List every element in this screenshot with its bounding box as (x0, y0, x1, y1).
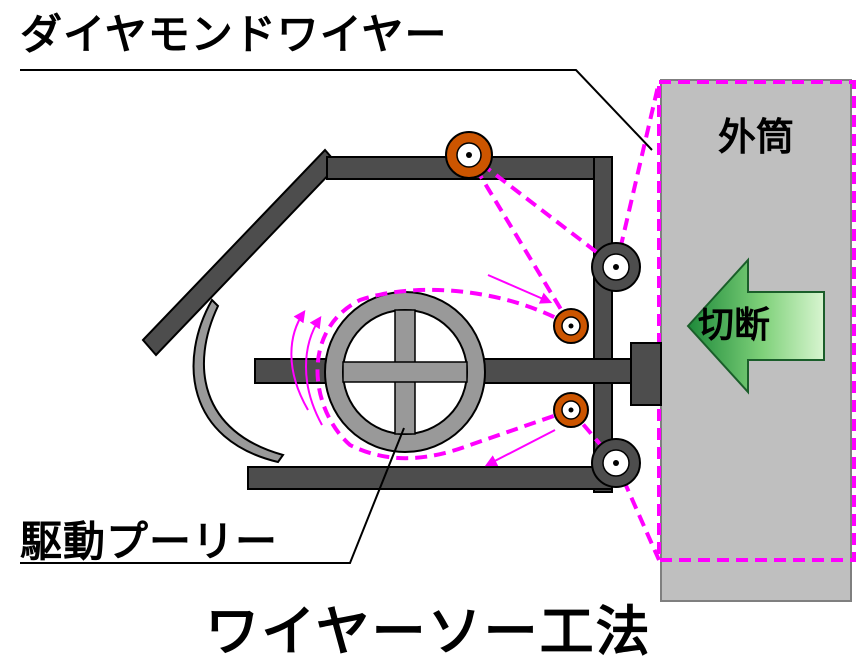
magenta-arrow-icon (290, 310, 309, 411)
casing-cut-outline (657, 80, 856, 562)
guide-roller-mid-lower (553, 392, 589, 428)
cutting-label: 切断 (698, 305, 771, 346)
curved-wire-guide (192, 298, 285, 464)
magenta-arrow-icon (484, 429, 556, 467)
frame-bottom-bar (247, 466, 613, 490)
frame-slant-arm (141, 148, 340, 357)
frame-right-post (593, 156, 613, 493)
drive-pulley-label: 駆動プーリー (20, 517, 279, 566)
magenta-arrow-icon (487, 274, 553, 304)
pulley-leader-line (20, 427, 405, 564)
guide-roller-mid-upper (553, 308, 589, 344)
outer-casing-label: 外筒 (718, 115, 795, 159)
contact-roller-upper (591, 242, 641, 292)
wire-leader-line (20, 69, 653, 151)
diagram-title: ワイヤーソー工法 (205, 600, 652, 663)
diamond-wire-label: ダイヤモンドワイヤー (20, 10, 448, 59)
left-arrow-icon (686, 257, 825, 395)
wire-motion-arrows (290, 274, 556, 467)
drive-pulley (324, 291, 486, 453)
shaft-clamp-block (630, 342, 662, 406)
contact-roller-lower (591, 438, 641, 488)
magenta-arrow-icon (305, 316, 323, 426)
guide-roller-top (445, 131, 493, 179)
